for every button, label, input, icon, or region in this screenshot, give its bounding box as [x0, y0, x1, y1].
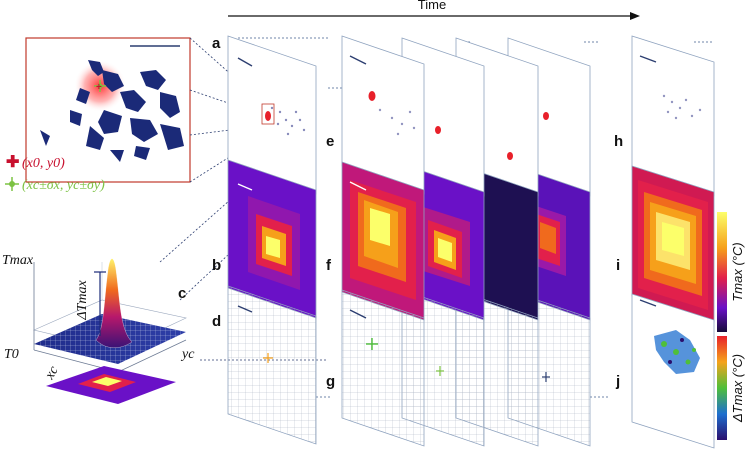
legend-marker1-text: (x0, y0): [22, 156, 65, 171]
colorbar-delta-tmax: [717, 336, 727, 440]
column-last: [631, 35, 715, 449]
svg-text:✚: ✚: [6, 154, 19, 171]
yc-label: yc: [180, 347, 195, 362]
panel-label-e: e: [326, 133, 334, 150]
time-axis: Time: [228, 0, 640, 20]
panel-j-mask: [654, 330, 700, 374]
legend-marker2-text: (xc±σx, yc±σy): [22, 178, 105, 193]
panel-label-f: f: [326, 257, 332, 274]
inset-panel: +: [25, 37, 191, 183]
t0-label: T0: [4, 347, 19, 362]
legend: ✚ (x0, y0) (xc±σx, yc±σy): [5, 154, 105, 193]
xc-label: xc: [42, 363, 62, 383]
columns-middle: [341, 35, 591, 447]
panel-a-mask: [270, 106, 306, 136]
tmax-label: Tmax: [2, 253, 34, 268]
colorbar-top-label: Tmax (°C): [730, 242, 745, 301]
time-label: Time: [418, 0, 446, 12]
panel-d-grid: [227, 285, 317, 445]
colorbars: Tmax (°C) ΔTmax (°C): [717, 212, 745, 440]
colorbar-tmax: [717, 212, 727, 332]
panel-label-i: i: [616, 257, 620, 274]
panel-label-a: a: [212, 35, 221, 52]
column-first: [227, 35, 317, 445]
colorbar-bottom-label: ΔTmax (°C): [730, 354, 745, 423]
legend-item-centroid: (xc±σx, yc±σy): [5, 177, 105, 193]
surface-peak: [95, 258, 133, 348]
panel-label-d: d: [212, 313, 221, 330]
delta-tmax-label: ΔTmax: [75, 280, 90, 321]
panel-labels: a b c d e f g h i j: [178, 35, 623, 390]
surface-plot-3d: [33, 258, 187, 404]
legend-item-estimate: ✚ (x0, y0): [6, 154, 65, 171]
panel-label-h: h: [614, 133, 623, 150]
surface-plot-labels: Tmax T0 ΔTmax xc yc: [2, 253, 195, 383]
panel-label-b: b: [212, 257, 221, 274]
panel-label-g: g: [326, 373, 335, 390]
panel-label-j: j: [615, 373, 620, 390]
svg-text:+: +: [96, 82, 102, 93]
panel-label-c: c: [178, 285, 186, 302]
panel-g-grid: [341, 289, 425, 447]
